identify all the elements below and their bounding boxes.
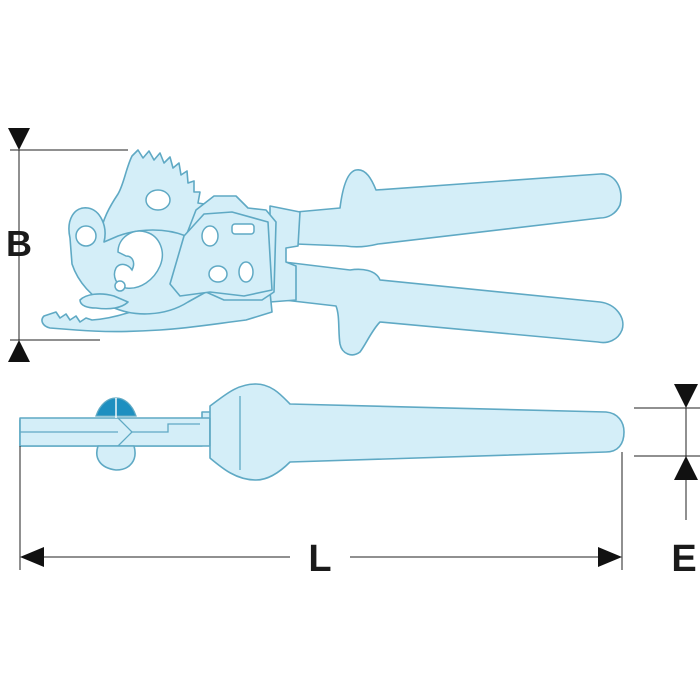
handle-neck <box>269 205 301 303</box>
upper-handle <box>295 169 622 248</box>
top-view-details <box>20 396 241 470</box>
dim-l-arrow-right <box>598 547 622 567</box>
lever-tip <box>79 293 129 310</box>
dim-l-label: L <box>308 538 331 580</box>
dim-e-arrow-top <box>674 384 698 408</box>
plate-slot <box>231 223 255 235</box>
plate-hole-2 <box>208 265 228 283</box>
upper-hole <box>145 189 171 211</box>
dim-e-label: E <box>671 538 696 580</box>
lower-handle <box>283 261 624 356</box>
dim-b-label: B <box>6 223 32 264</box>
cutting-opening <box>113 230 164 289</box>
pivot-rivet <box>75 225 97 247</box>
side-view-details <box>75 189 255 292</box>
dimension-arrows <box>8 128 698 567</box>
small-rivet <box>114 280 126 292</box>
top-view-handle <box>209 383 625 481</box>
top-view-knob <box>96 445 136 471</box>
dim-b-arrow-bottom <box>8 340 30 362</box>
dim-b-arrow-top <box>8 128 30 150</box>
dim-e-arrow-bottom <box>674 456 698 480</box>
dim-l-arrow-left <box>20 547 44 567</box>
plate-hole-1 <box>201 225 219 247</box>
plate-hole-3 <box>238 261 254 283</box>
top-view-step <box>132 423 200 433</box>
